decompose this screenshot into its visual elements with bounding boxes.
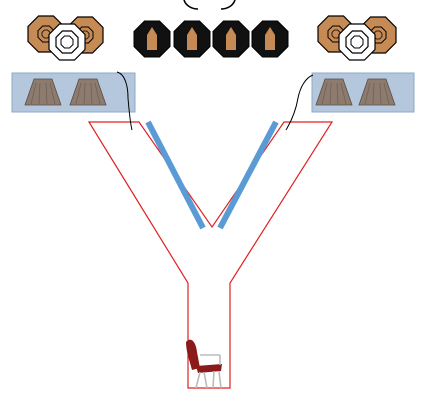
left-platform	[11, 72, 136, 113]
right-platform	[311, 72, 415, 113]
y-maze-outline	[87, 121, 334, 389]
right-arm-divider	[217, 120, 279, 230]
white-octagon-icon	[338, 23, 376, 61]
left-arm-divider	[145, 120, 206, 230]
white-octagon-icon	[48, 23, 86, 61]
right-object-cluster-icon	[317, 15, 397, 61]
black-octagon-icon	[212, 20, 250, 58]
black-octagon-icon	[173, 20, 211, 58]
center-object-row-icon	[133, 20, 289, 58]
black-octagon-icon	[133, 20, 171, 58]
chair-icon	[186, 339, 222, 389]
right-tether-line	[285, 74, 314, 131]
top-edge-mark	[183, 0, 236, 10]
left-object-cluster-icon	[27, 15, 104, 61]
black-octagon-icon	[251, 20, 289, 58]
left-tether-line	[116, 71, 133, 131]
